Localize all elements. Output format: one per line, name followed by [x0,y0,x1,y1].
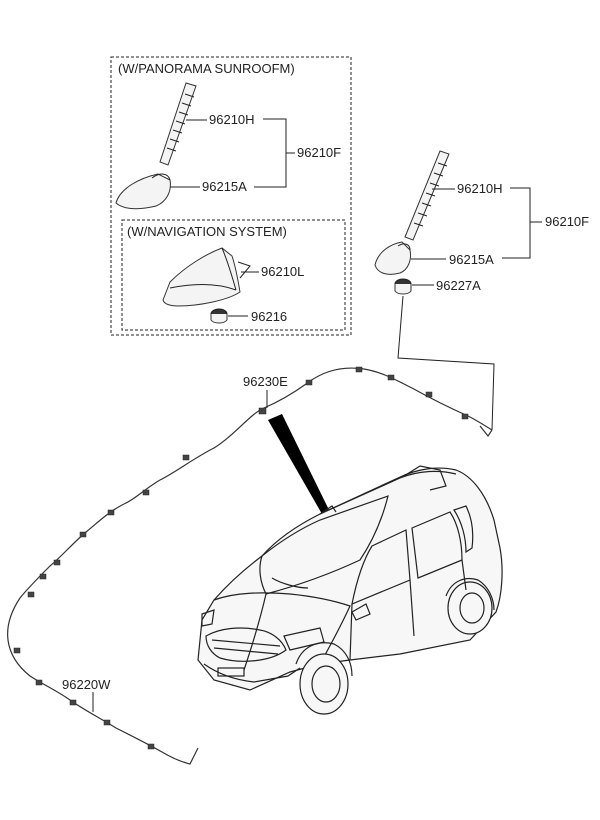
nav-shark-antenna-part [162,247,251,307]
box-antenna-base-part [115,173,171,210]
main-cable-label: 96220W [62,677,111,692]
box-base-label: 96215A [202,179,247,194]
main-rod-label: 96210H [457,181,503,196]
panorama-sunroof-box: (W/PANORAMA SUNROOFM) 96210H 96215A 9621… [110,56,352,336]
pad-to-cable-connector-line [397,295,495,431]
box-assembly-label: 96210F [297,145,341,160]
panorama-box-title: (W/PANORAMA SUNROOFM) [118,61,295,76]
roof-cable-label: 96230E [243,374,288,389]
main-antenna-base-part [374,241,411,275]
main-assembly-bracket [502,187,531,259]
navigation-system-box: (W/NAVIGATION SYSTEM) 96210L 96216 [121,219,346,331]
nav-shark-label: 96210L [261,264,304,279]
roof-cable: 96230E [123,366,493,505]
box-rod-label: 96210H [209,112,255,127]
box-antenna-rod-part [159,82,197,166]
suv-vehicle-illustration [197,465,503,715]
nav-pad-label: 96216 [251,309,287,324]
nav-pad-part [210,308,228,324]
main-antenna-group: 96210H 96215A 96227A 96210F [374,150,589,431]
main-base-label: 96215A [449,252,494,267]
main-antenna-rod-part [404,150,450,241]
box-assembly-bracket [254,118,287,188]
main-pad-label: 96227A [436,278,481,293]
navigation-box-title: (W/NAVIGATION SYSTEM) [127,224,287,239]
main-assembly-label: 96210F [545,214,589,229]
location-pointer [268,414,330,514]
main-antenna-pad-part [394,278,412,295]
main-cable: 96220W [7,503,199,765]
